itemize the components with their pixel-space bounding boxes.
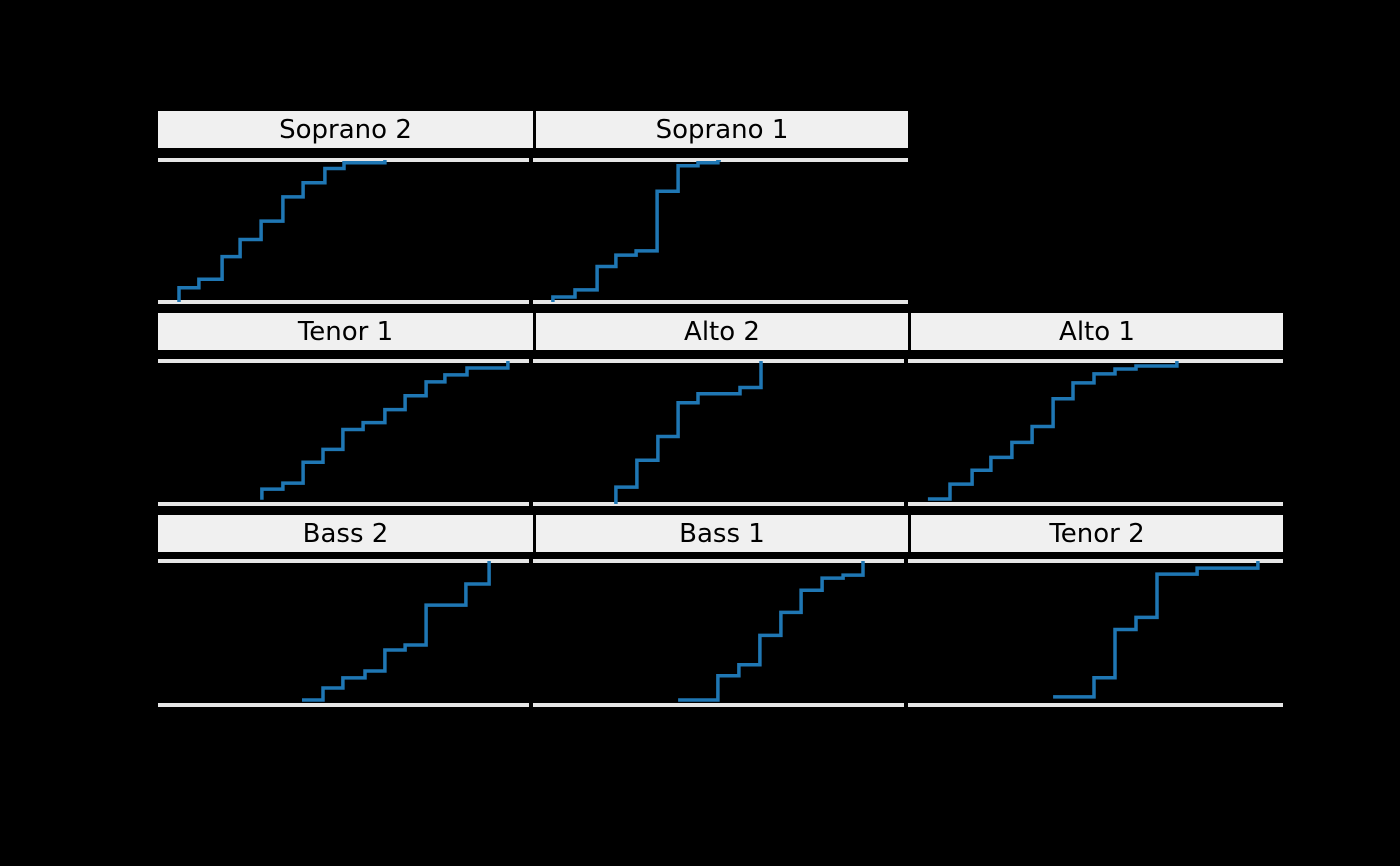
panel-bottom-axis-line <box>908 502 1283 506</box>
facet-strip-label: Bass 1 <box>679 518 765 549</box>
ecdf-curve-panel <box>927 361 1179 501</box>
ecdf-curve-panel <box>614 361 763 504</box>
ecdf-curve-panel <box>1053 561 1260 699</box>
ecdf-curve-panel <box>177 160 387 302</box>
ecdf-step-line <box>177 160 387 302</box>
facet-strip: Alto 2 <box>533 313 908 350</box>
facet-strip-label: Soprano 1 <box>655 114 789 145</box>
panel-top-axis-line <box>533 359 904 363</box>
panel-bottom-axis-line <box>533 502 904 506</box>
facet-strip-label: Alto 1 <box>1059 316 1135 347</box>
panel-bottom-axis-line <box>158 502 529 506</box>
facet-strip: Bass 2 <box>158 515 533 552</box>
ecdf-step-line <box>927 361 1179 501</box>
panel-bottom-axis-line <box>533 300 908 304</box>
ecdf-curve-panel <box>678 561 865 702</box>
panel-top-axis-line <box>158 559 529 563</box>
facet-strip: Soprano 1 <box>533 111 908 148</box>
panel-top-axis-line <box>533 559 904 563</box>
panel-bottom-axis-line <box>158 300 529 304</box>
ecdf-curve-panel <box>551 160 721 302</box>
ecdf-step-line <box>678 561 865 702</box>
ecdf-step-line <box>551 160 721 302</box>
ecdf-step-line <box>614 361 763 504</box>
panel-bottom-axis-line <box>533 703 904 707</box>
facet-strip: Soprano 2 <box>158 111 533 148</box>
facet-strip-label: Tenor 1 <box>297 316 394 347</box>
facet-strip: Tenor 2 <box>908 515 1283 552</box>
ecdf-step-line <box>260 361 510 500</box>
panel-top-axis-line <box>158 158 529 162</box>
panel-top-axis-line <box>158 359 529 363</box>
facet-strip-label: Bass 2 <box>302 518 389 549</box>
facet-strip-label: Tenor 2 <box>1049 518 1145 549</box>
panel-bottom-axis-line <box>158 703 529 707</box>
facet-strip: Bass 1 <box>533 515 908 552</box>
facet-strip-label: Soprano 2 <box>279 114 412 145</box>
ecdf-step-line <box>302 561 491 702</box>
facet-strip: Alto 1 <box>908 313 1283 350</box>
facet-strip-label: Alto 2 <box>684 316 760 347</box>
panel-bottom-axis-line <box>908 703 1283 707</box>
facet-strip: Tenor 1 <box>158 313 533 350</box>
ecdf-step-line <box>1053 561 1260 699</box>
ecdf-curve-panel <box>302 561 491 702</box>
ecdf-curve-panel <box>260 361 510 500</box>
panel-top-axis-line <box>908 359 1283 363</box>
panel-top-axis-line <box>908 559 1283 563</box>
